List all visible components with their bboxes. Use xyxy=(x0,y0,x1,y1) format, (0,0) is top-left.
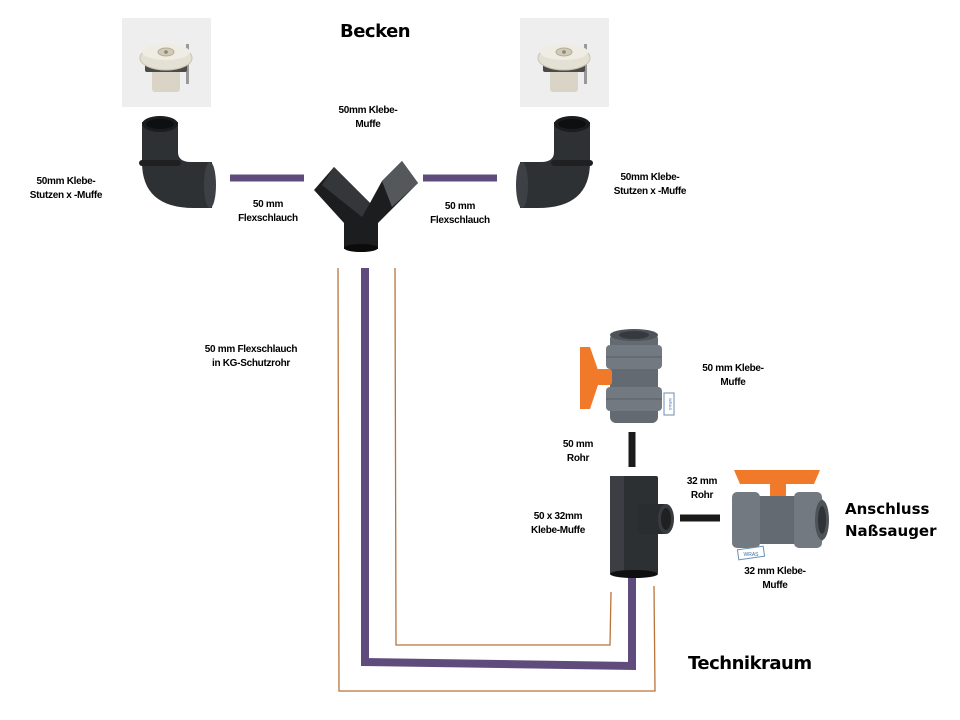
valve-32-label: 32 mm Klebe- Muffe xyxy=(730,565,820,593)
label-line: Stutzen x -Muffe xyxy=(613,186,687,197)
label-line: Muffe xyxy=(762,580,788,591)
wall-inlet-nozzle-icon xyxy=(139,44,193,92)
label-line: Muffe xyxy=(720,377,746,388)
pvc-elbow-icon xyxy=(516,116,593,208)
wras-badge: WRAS xyxy=(668,398,673,410)
pipe-50-label: 50 mm Rohr xyxy=(548,438,608,466)
hose-left-label: 50 mm Flexschlauch xyxy=(228,198,308,226)
ball-valve-icon: WRAS xyxy=(732,470,829,561)
tee-label: 50 x 32mm Klebe-Muffe xyxy=(516,510,600,538)
wall-inlet-nozzle-left xyxy=(122,18,211,107)
label-line: 50 mm xyxy=(444,201,476,212)
valve-50-label: 50 mm Klebe- Muffe xyxy=(688,362,778,390)
label-line: Naßsauger xyxy=(845,522,937,540)
elbow-right-label: 50mm Klebe- Stutzen x -Muffe xyxy=(598,171,702,199)
hose-right-label: 50 mm Flexschlauch xyxy=(420,200,500,228)
pvc-y-fitting-icon xyxy=(314,161,418,252)
main-hose-label: 50 mm Flexschlauch in KG-Schutzrohr xyxy=(186,343,316,371)
label-line: 50mm Klebe- xyxy=(338,105,398,116)
pool-title: Becken xyxy=(340,21,411,42)
label-line: 32 mm xyxy=(686,476,718,487)
pipe-32-label: 32 mm Rohr xyxy=(676,475,728,503)
connection-label: Anschluss Naßsauger xyxy=(845,498,937,542)
label-line: 50 mm Klebe- xyxy=(702,363,764,374)
room-label: Technikraum xyxy=(688,653,812,674)
wall-inlet-nozzle-right xyxy=(520,18,609,107)
y-fitting-label: 50mm Klebe- Muffe xyxy=(326,104,410,132)
wall-inlet-nozzle-icon xyxy=(537,44,591,92)
pvc-reducing-tee-icon xyxy=(610,476,674,578)
label-line: 50 x 32mm xyxy=(533,511,583,522)
ball-valve-icon: WRAS xyxy=(580,329,675,423)
label-line: Stutzen x -Muffe xyxy=(29,190,103,201)
label-line: in KG-Schutzrohr xyxy=(212,358,290,369)
label-line: 50 mm Flexschlauch xyxy=(204,344,298,355)
label-line: 50 mm xyxy=(562,439,594,450)
label-line: Rohr xyxy=(566,453,590,464)
label-line: Muffe xyxy=(355,119,381,130)
label-line: 32 mm Klebe- xyxy=(744,566,806,577)
wras-badge: WRAS xyxy=(744,552,760,558)
protective-pipe-inner xyxy=(394,267,612,646)
pvc-elbow-icon xyxy=(139,116,216,208)
main-flex-hose xyxy=(361,268,636,671)
label-line: Klebe-Muffe xyxy=(531,525,585,536)
elbow-left-label: 50mm Klebe- Stutzen x -Muffe xyxy=(14,175,118,203)
label-line: Flexschlauch xyxy=(430,215,490,226)
label-line: 50mm Klebe- xyxy=(620,172,680,183)
protective-pipe-outer xyxy=(337,267,656,692)
label-line: Anschluss xyxy=(845,500,930,518)
label-line: Rohr xyxy=(690,490,714,501)
label-line: 50mm Klebe- xyxy=(36,176,96,187)
label-line: 50 mm xyxy=(252,199,284,210)
label-line: Flexschlauch xyxy=(238,213,298,224)
